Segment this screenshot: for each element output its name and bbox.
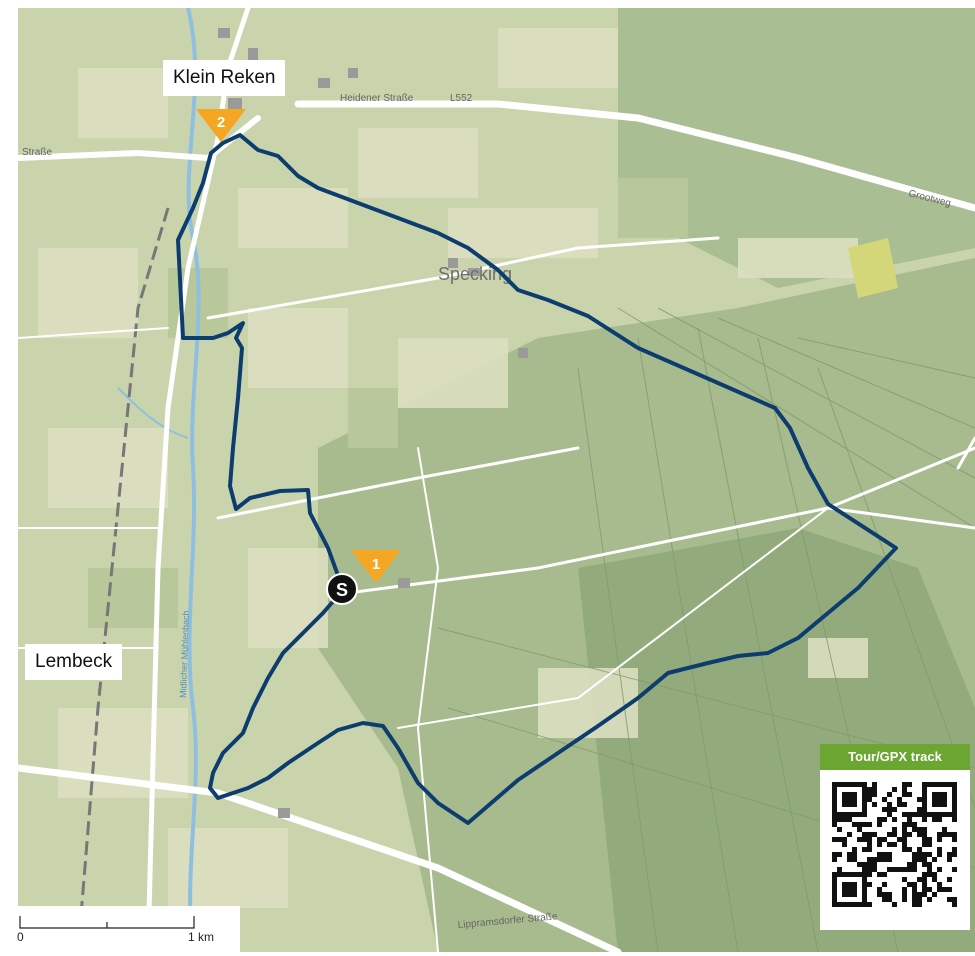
scale-end-label: 1 km [188, 930, 215, 944]
waypoint-1-number: 1 [372, 556, 380, 573]
start-marker[interactable] [326, 573, 358, 605]
waypoint-2-marker[interactable] [196, 109, 246, 142]
route-layer: 2 1 S [176, 109, 898, 825]
start-marker-label: S [336, 580, 348, 600]
gpx-qr-title: Tour/GPX track [820, 744, 970, 770]
waypoint-2-number: 2 [217, 114, 225, 131]
map-base [18, 8, 975, 952]
river-label: Midlicher Mühlenbach [178, 610, 191, 698]
waypoint-1-marker[interactable] [351, 550, 401, 583]
road-number-label: L552 [450, 93, 473, 104]
scale-start-label: 0 [17, 930, 24, 944]
street-label-west: Straße [22, 147, 52, 158]
scale-bar: 0 1 km [0, 906, 240, 952]
scale-bar-ruler [19, 916, 195, 929]
gpx-qr-panel[interactable]: Tour/GPX track [820, 744, 970, 930]
map-view[interactable]: Specking Heidener Straße L552 Straße Gro… [18, 8, 975, 952]
street-label-north: Heidener Straße [340, 93, 414, 104]
place-label-lembeck: Lembeck [25, 644, 123, 680]
qr-code-icon[interactable] [820, 770, 970, 930]
place-label-klein-reken: Klein Reken [163, 60, 286, 96]
route-line [176, 133, 898, 825]
